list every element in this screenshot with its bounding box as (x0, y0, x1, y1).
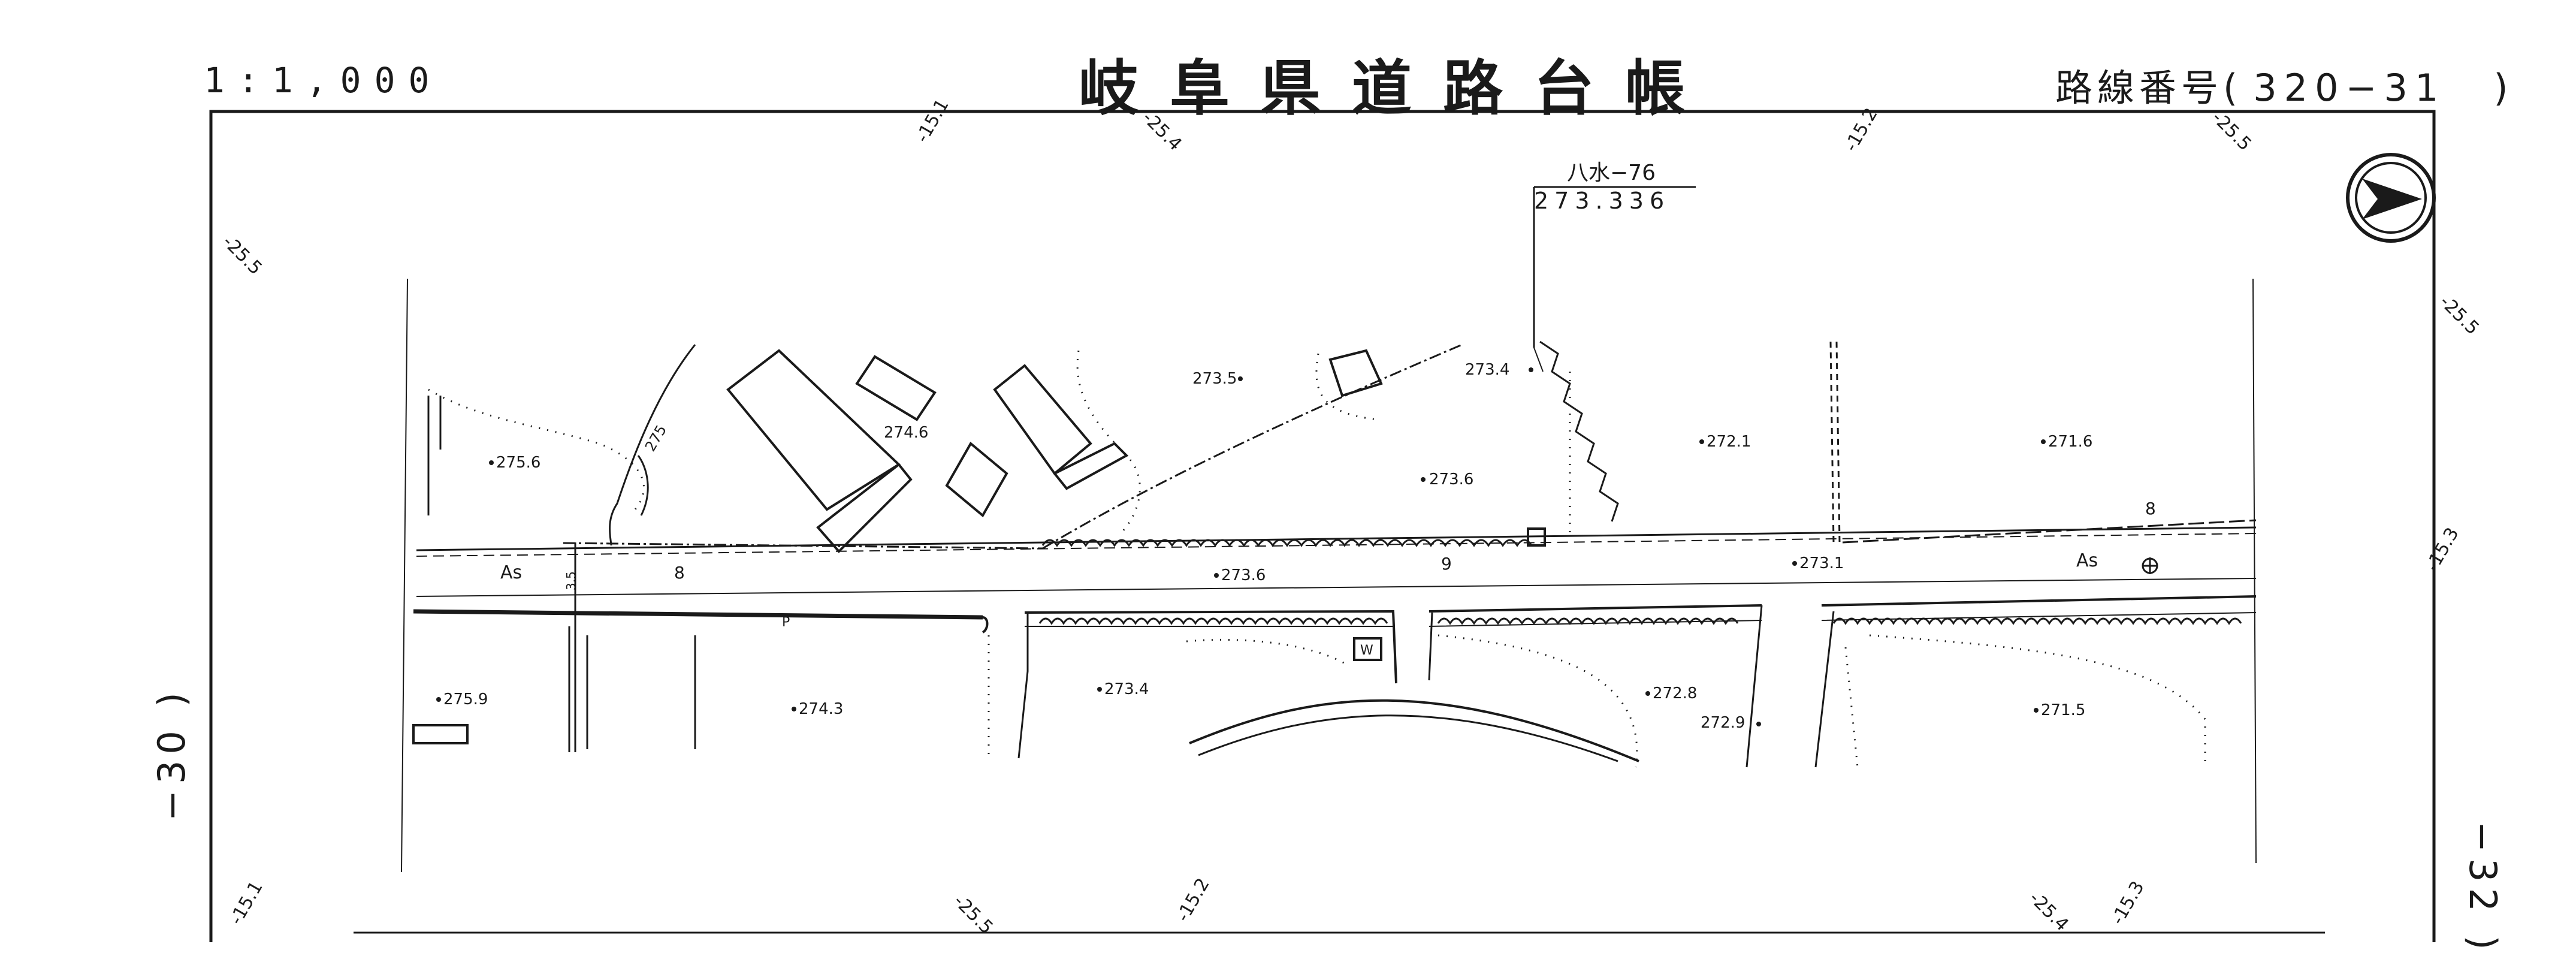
spot-height: 273.6 (1221, 566, 1266, 584)
route-label: 路線番号( (2055, 66, 2243, 110)
benchmark-marker: 八水−76 273.336 (1533, 161, 1696, 372)
building (1328, 349, 1383, 397)
spot-height: 273.5 (1192, 370, 1237, 388)
grid-label: -15.3 (2107, 877, 2149, 928)
spot-height: 274.3 (799, 700, 843, 718)
buildings (412, 349, 1546, 744)
road-width-label: 9 (1441, 554, 1452, 574)
north-arrow-icon (2346, 153, 2436, 243)
manhole-box (1527, 527, 1546, 547)
spot-height: 273.6 (1429, 471, 1473, 488)
pavement-label: As (2076, 550, 2098, 571)
route-close-paren: ) (2493, 66, 2513, 110)
pavement-label: As (500, 562, 522, 583)
spot-height: 272.1 (1707, 433, 1751, 451)
grid-label: -25.5 (949, 891, 997, 939)
spot-height: 271.6 (2048, 433, 2092, 451)
road (413, 526, 2257, 768)
grid-label: -15.1 (912, 95, 953, 146)
building (993, 364, 1092, 475)
spot-height: 272.9 (1701, 714, 1745, 732)
building (726, 349, 901, 511)
grid-label: -15.3 (2422, 524, 2463, 575)
building (816, 463, 913, 553)
map-details (427, 344, 2158, 762)
building (1052, 442, 1129, 490)
w-marker-box (1353, 637, 1382, 661)
spot-height: 273.4 (1104, 680, 1149, 698)
grid-label: -15.2 (1173, 874, 1214, 925)
dotted-lines (428, 350, 2206, 768)
route-number-label: 路線番号(320−31) (2055, 58, 2513, 111)
spot-heights: 275.6 274.6 273.5 273.4 273.6 272.1 271.… (436, 361, 2092, 732)
grid-labels: -15.1 -25.4 -15.2 -25.5 -25.5 -25.5 -15.… (218, 95, 2483, 938)
spot-height: 275.9 (443, 690, 488, 708)
spot-height: 272.8 (1653, 684, 1697, 702)
benchmark-elevation: 273.336 (1534, 188, 1670, 214)
spot-height: 273.1 (1799, 554, 1844, 572)
benchmark-name: 八水−76 (1567, 161, 1656, 185)
grid-label: -25.5 (2435, 291, 2483, 339)
map-frame (209, 110, 2436, 942)
building (855, 355, 937, 421)
building (412, 724, 469, 744)
spot-height: 273.4 (1465, 361, 1509, 379)
sheet-edge-left (401, 278, 408, 873)
sidewalk-width-label: 3.5 (564, 571, 578, 590)
water-mark: W (1360, 643, 1373, 658)
boundary-lines (563, 341, 2257, 550)
spot-height: 271.5 (2041, 701, 2085, 719)
road-width-label: 8 (2145, 499, 2156, 518)
grid-label: -25.5 (218, 231, 266, 279)
sheet-edge-right (2252, 278, 2257, 864)
route-number: 320−31 (2253, 66, 2446, 110)
grid-label: -25.5 (2207, 107, 2255, 155)
grid-label: -15.1 (226, 877, 267, 928)
building (945, 441, 1008, 518)
spot-height: 274.6 (884, 424, 928, 442)
spot-height: 275.6 (496, 454, 540, 472)
grid-label: -25.4 (1138, 107, 1186, 155)
map-scale: 1:1,000 (204, 60, 443, 101)
parking-mark: P (782, 615, 790, 630)
grid-label: -25.4 (2025, 888, 2073, 936)
hedge-rows (1038, 340, 2242, 625)
road-width-label: 8 (674, 563, 685, 583)
